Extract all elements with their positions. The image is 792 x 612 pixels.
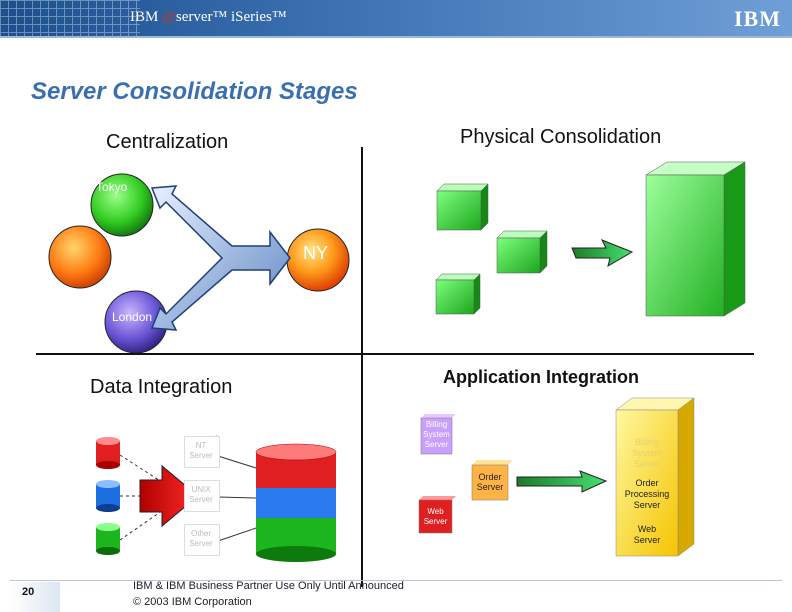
tokyo-label: Tokyo — [96, 180, 127, 194]
footer-copyright: © 2003 IBM Corporation — [133, 594, 404, 610]
ny-label: NY — [303, 243, 328, 264]
other-server-label-right: Other Server — [183, 529, 219, 549]
regional-server-circle — [49, 226, 111, 288]
integrated-database-cylinder — [256, 444, 336, 562]
billing-system-label: Billing System Server — [419, 420, 454, 450]
london-label: London — [112, 310, 152, 324]
big-billing-label: Billing System Server — [616, 437, 678, 470]
order-server-label: Order Server — [472, 472, 508, 492]
small-cube-3 — [436, 274, 480, 314]
unix-server-cylinder-left — [96, 480, 120, 512]
nt-server-label-left: NT Server — [44, 441, 80, 461]
consolidation-arrow-icon — [572, 240, 632, 266]
big-order-label: Order Processing Server — [616, 478, 678, 511]
three-way-arrow-icon — [152, 186, 290, 330]
small-cube-1 — [437, 184, 488, 230]
other-server-cylinder-left — [96, 523, 120, 555]
large-consolidated-server — [646, 162, 745, 316]
nt-server-label-right: NT Server — [183, 441, 219, 461]
database-connection-lines — [218, 456, 256, 541]
footer-confidential: IBM & IBM Business Partner Use Only Unti… — [133, 578, 404, 594]
application-arrow-icon — [517, 471, 606, 492]
small-cube-2 — [497, 231, 547, 273]
other-server-label-left: Other Server — [44, 529, 80, 549]
web-server-label: Web Server — [419, 507, 452, 527]
footer-text: IBM & IBM Business Partner Use Only Unti… — [133, 578, 404, 610]
unix-server-label-left: UNIX Server — [44, 485, 80, 505]
unix-server-label-right: UNIX Server — [183, 485, 219, 505]
big-web-label: Web Server — [616, 524, 678, 546]
nt-server-cylinder-left — [96, 437, 120, 469]
page-number: 20 — [10, 582, 60, 612]
